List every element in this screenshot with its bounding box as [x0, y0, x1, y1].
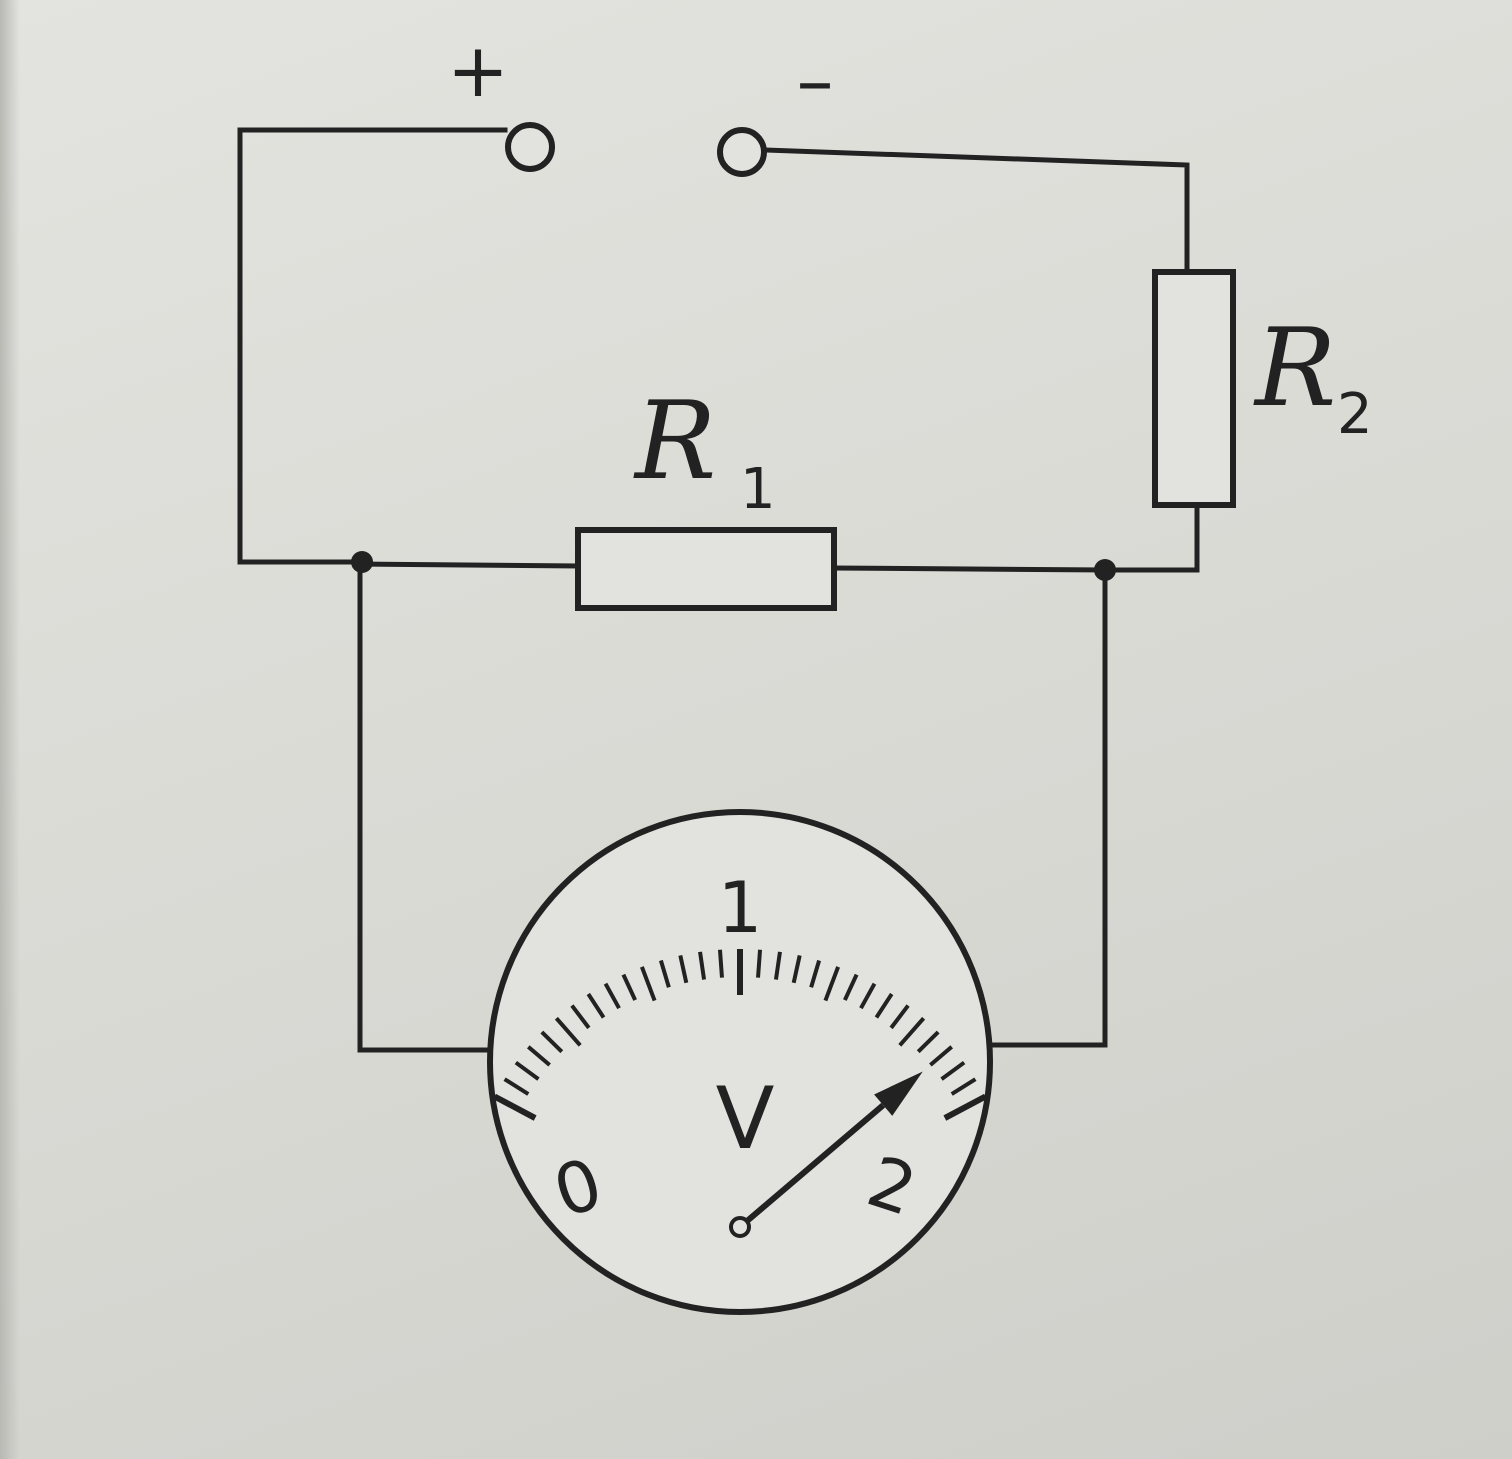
- scale-tick: [554, 1016, 582, 1047]
- resistor-r2-label: R 2: [1253, 306, 1373, 447]
- page-edge-shadow: [0, 0, 20, 1459]
- wire-voltmeter-right: [989, 567, 1108, 1048]
- wire-r1-to-node-right: [831, 565, 1108, 573]
- scale-tick: [586, 992, 606, 1019]
- scale-tick: [889, 1004, 910, 1030]
- resistor-r2-subscript: 2: [1337, 382, 1373, 447]
- scale-tick: [540, 1030, 564, 1054]
- voltmeter: V 0 1 2: [487, 809, 993, 1315]
- scale-tick: [503, 1077, 530, 1096]
- resistor-r1: [575, 527, 837, 611]
- scale-tick: [874, 992, 894, 1019]
- scale-tick: [773, 951, 782, 980]
- scale-tick: [514, 1060, 540, 1081]
- scale-tick: [809, 959, 822, 988]
- resistor-r1-subscript: 1: [740, 457, 776, 522]
- scale-tick: [929, 1045, 954, 1067]
- wire-left-top: [237, 127, 508, 565]
- needle-pivot: [729, 1216, 751, 1238]
- scale-tick: [791, 955, 802, 984]
- scale-tick: [603, 982, 621, 1010]
- resistor-r2: [1152, 269, 1236, 508]
- voltmeter-needle-arrowhead: [874, 1071, 923, 1116]
- voltmeter-scale: [493, 949, 987, 1121]
- positive-terminal: [505, 122, 555, 172]
- scale-tick: [843, 973, 859, 1001]
- junction-node-right: [1094, 559, 1116, 581]
- wire-node-left-to-r1: [357, 561, 581, 569]
- scale-tick: [526, 1045, 551, 1067]
- junction-node-left: [351, 551, 373, 573]
- negative-terminal-label: –: [797, 38, 834, 124]
- resistor-r1-label: R 1: [633, 379, 776, 522]
- voltmeter-symbol: V: [716, 1069, 775, 1169]
- negative-terminal: [717, 127, 767, 177]
- scale-tick: [859, 982, 877, 1010]
- voltmeter-body: [487, 809, 993, 1315]
- scale-tick: [950, 1077, 977, 1096]
- scale-tick: [658, 959, 671, 988]
- scale-tick: [940, 1060, 966, 1081]
- scale-tick: [640, 966, 657, 1002]
- voltmeter-needle: [738, 1102, 886, 1230]
- scale-tick: [678, 955, 689, 984]
- wire-voltmeter-left: [357, 559, 493, 1053]
- wire-right-top: [762, 147, 1190, 275]
- scale-tick: [698, 951, 707, 980]
- scale-tick: [493, 1093, 537, 1121]
- scale-tick: [570, 1004, 591, 1030]
- wire-right-bottom: [1102, 502, 1200, 573]
- scale-tick: [916, 1030, 940, 1054]
- scale-tick: [717, 949, 724, 978]
- resistor-r1-letter: R: [633, 379, 716, 504]
- scale-tick: [943, 1093, 987, 1121]
- scale-tick: [756, 949, 763, 978]
- scale-label-1: 1: [718, 867, 763, 949]
- scale-tick: [823, 966, 840, 1002]
- scale-tick: [621, 973, 637, 1001]
- positive-terminal-label: +: [447, 28, 509, 114]
- scale-tick: [898, 1016, 926, 1047]
- resistor-r2-letter: R: [1253, 306, 1336, 431]
